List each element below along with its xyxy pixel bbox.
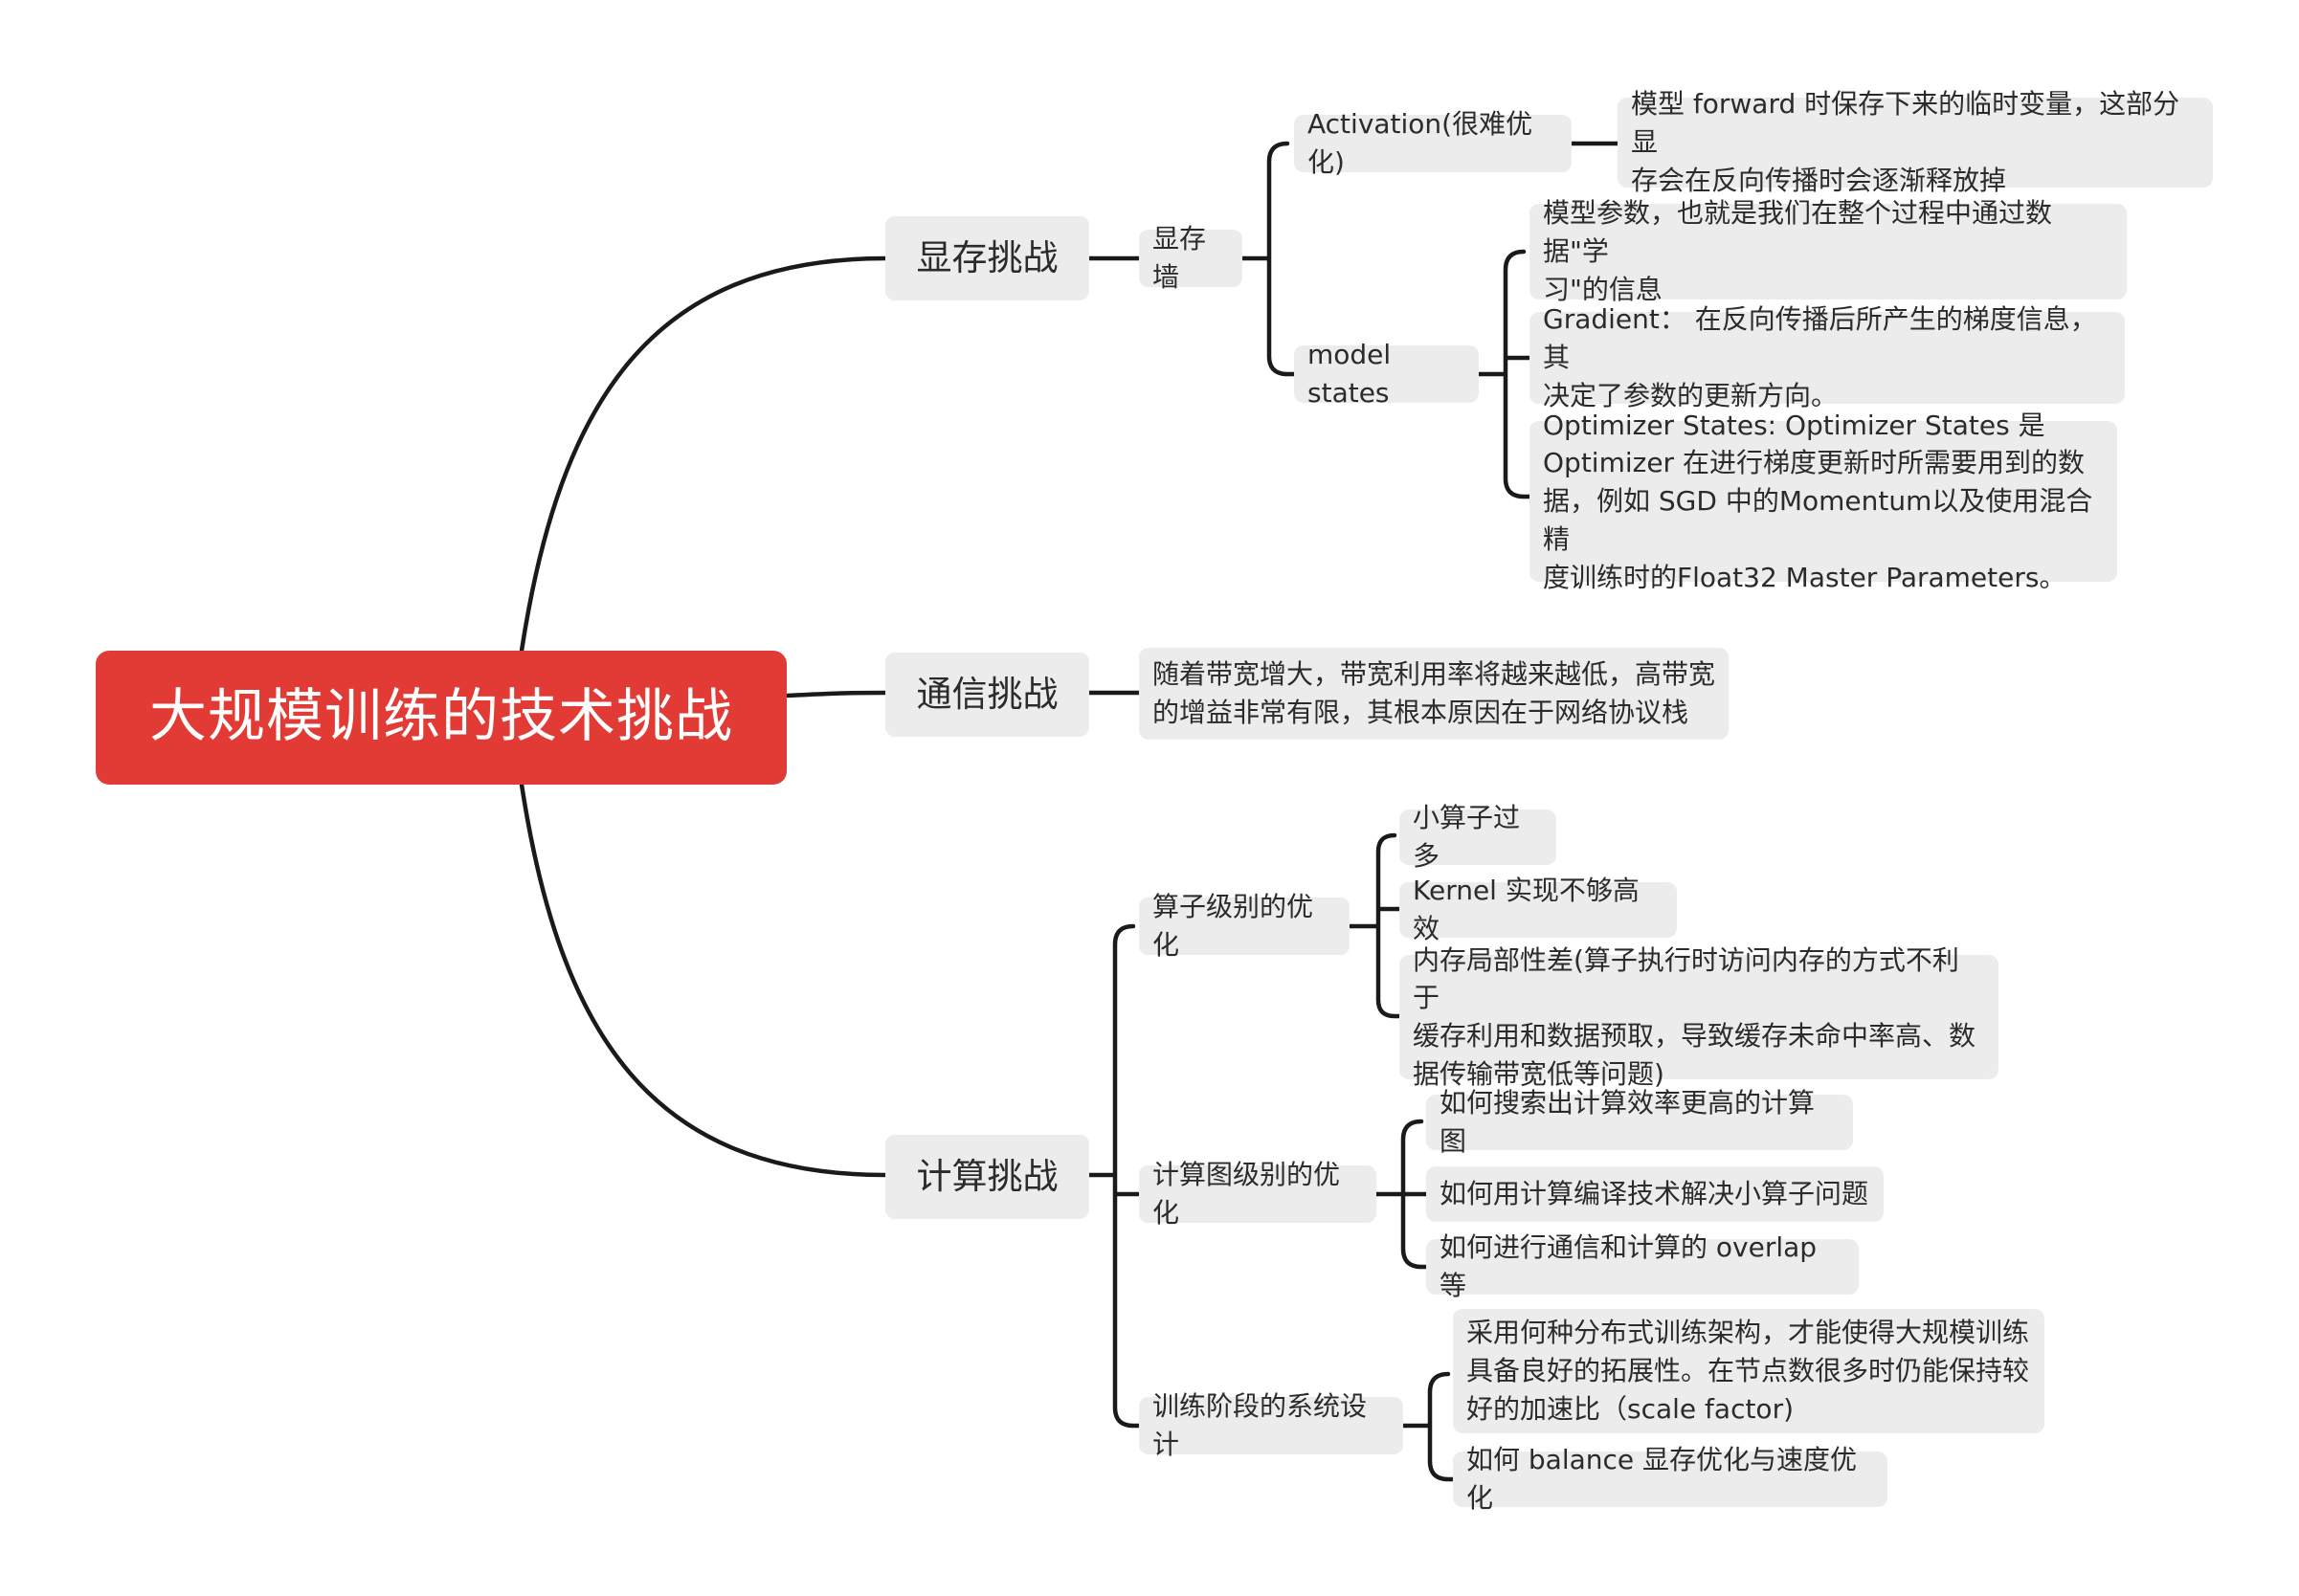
op-item-too-many-small-ops[interactable]: 小算子过多 [1399,802,1556,872]
comm-challenge-topic[interactable]: 通信挑战 [885,653,1089,737]
model-states-node[interactable]: model states [1294,339,1479,409]
connector-root-memory [519,255,888,654]
connector-root-comm [785,690,888,698]
connector-compute-spine [1086,923,1142,1429]
activation-description[interactable]: 模型 forward 时保存下来的临时变量，这部分显 存会在反向传播时会逐渐释放… [1618,88,2213,196]
op-item-kernel-inefficient[interactable]: Kernel 实现不够高效 [1399,875,1677,944]
comm-description[interactable]: 随着带宽增大，带宽利用率将越来越低，高带宽 的增益非常有限，其根本原因在于网络协… [1139,648,1729,740]
connector-root-compute [519,782,888,1178]
op-item-poor-memory-locality[interactable]: 内存局部性差(算子执行时访问内存的方式不利于 缓存利用和数据预取，导致缓存未命中… [1399,944,1998,1090]
graph-item-compiler-small-ops[interactable]: 如何用计算编译技术解决小算子问题 [1426,1166,1884,1222]
graph-item-overlap[interactable]: 如何进行通信和计算的 overlap 等 [1426,1231,1859,1301]
connector-system-bracket [1400,1371,1456,1482]
op-level-optimization-node[interactable]: 算子级别的优化 [1139,891,1350,961]
compute-challenge-topic[interactable]: 计算挑战 [885,1135,1089,1219]
graph-item-search-efficient-graph[interactable]: 如何搜索出计算效率更高的计算图 [1426,1087,1853,1157]
system-item-balance-memory-speed[interactable]: 如何 balance 显存优化与速度优化 [1453,1444,1887,1514]
memory-challenge-topic[interactable]: 显存挑战 [885,216,1089,300]
system-item-distributed-architecture[interactable]: 采用何种分布式训练架构，才能使得大规模训练 具备良好的拓展性。在节点数很多时仍能… [1453,1309,2044,1433]
gradient-description[interactable]: Gradient： 在反向传播后所产生的梯度信息，其 决定了参数的更新方向。 [1529,303,2125,411]
connector-wall-bracket [1239,141,1297,377]
connector-modelstates-bracket [1476,249,1532,499]
connector-op-bracket [1347,832,1402,1019]
graph-level-optimization-node[interactable]: 计算图级别的优化 [1139,1159,1376,1229]
system-design-node[interactable]: 训练阶段的系统设计 [1139,1390,1403,1460]
activation-node[interactable]: Activation(很难优化) [1294,108,1572,178]
optimizer-states-description[interactable]: Optimizer States: Optimizer States 是 Opt… [1529,410,2117,593]
model-params-description[interactable]: 模型参数，也就是我们在整个过程中通过数据"学 习"的信息 [1529,197,2127,305]
memory-wall-node[interactable]: 显存墙 [1139,223,1242,293]
root-topic[interactable]: 大规模训练的技术挑战 [96,651,787,785]
connector-graph-bracket [1373,1119,1429,1270]
